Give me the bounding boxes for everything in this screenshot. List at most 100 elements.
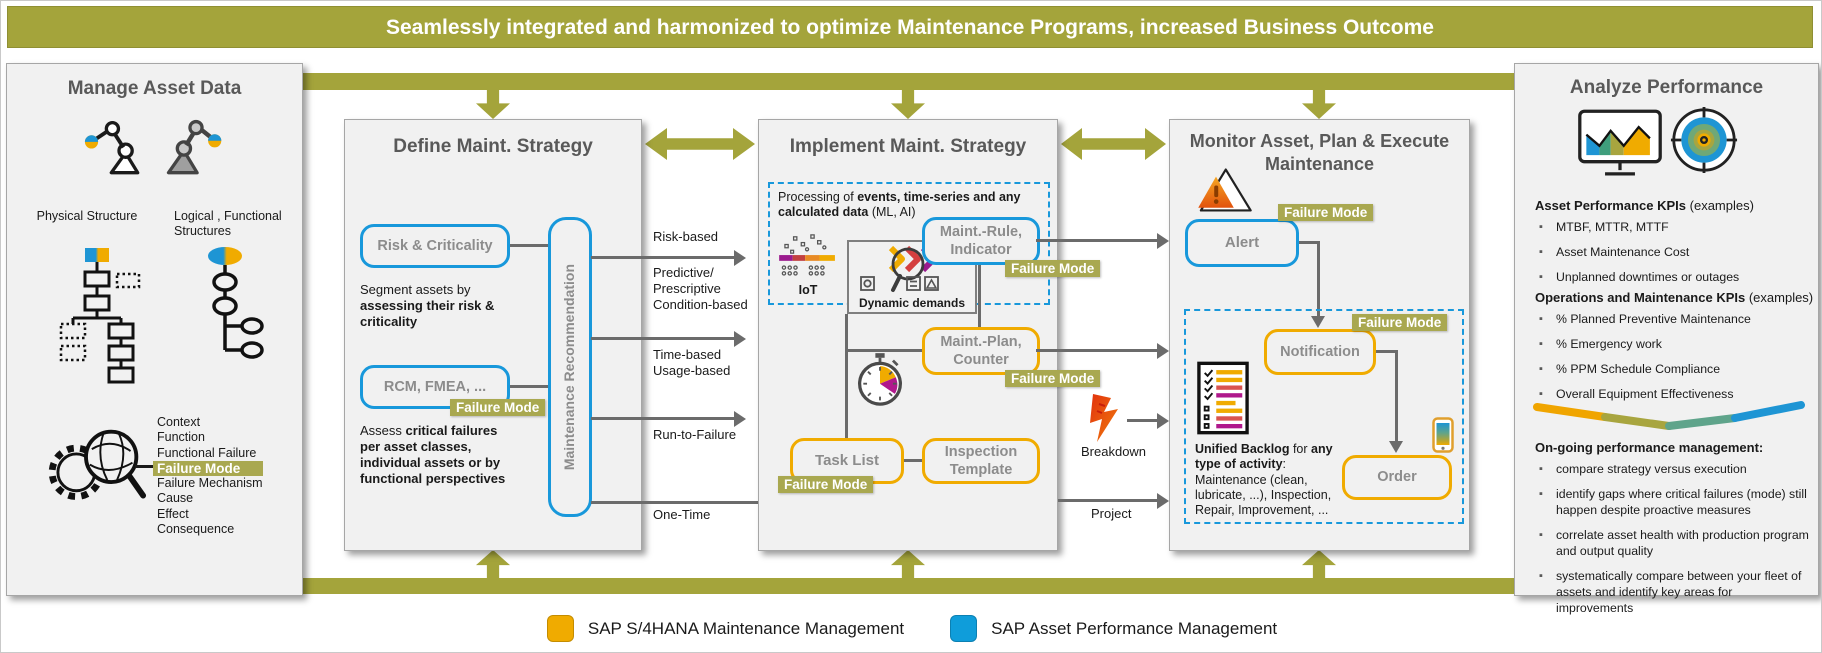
flow-arrow-define-implement — [645, 128, 755, 160]
banner-title: Seamlessly integrated and harmonized to … — [7, 6, 1813, 48]
failure-mode-badge: Failure Mode — [1278, 204, 1374, 221]
legend-label: SAP S/4HANA Maintenance Management — [587, 618, 905, 638]
ongoing-list: compare strategy versus execution identi… — [1537, 462, 1809, 626]
physical-structure-icon — [59, 248, 141, 384]
failure-mode-badge: Failure Mode — [1005, 370, 1101, 387]
failure-taxonomy-list: Context Function Functional Failure Fail… — [153, 415, 263, 537]
failure-mode-badge: Failure Mode — [1005, 260, 1101, 277]
physical-structure-label: Physical Structure — [36, 209, 138, 223]
connector — [845, 314, 848, 438]
label-predictive: Predictive/ Prescriptive Condition-based — [653, 265, 748, 312]
kpi-item: Asset Maintenance Cost — [1537, 245, 1805, 261]
flow-arrow-implement-monitor — [1061, 128, 1166, 160]
label-one-time: One-Time — [653, 507, 711, 522]
flow-arrow-up-define — [476, 550, 510, 579]
risk-description: Segment assets by assessing their risk &… — [360, 282, 495, 329]
mobile-phone-icon — [1432, 417, 1454, 453]
maint-plan-counter-box: Maint.-Plan, Counter — [922, 327, 1040, 375]
maintenance-recommendation-box: Maintenance Recommendation — [548, 217, 592, 517]
arrow-alert-to-notification — [1311, 241, 1325, 328]
ongoing-item: systematically compare between your flee… — [1537, 569, 1809, 617]
unified-backlog-icon — [1197, 361, 1249, 435]
dynamic-demands-label: Dynamic demands — [858, 296, 966, 310]
failure-mode-badge: Failure Mode — [778, 476, 874, 493]
implement-title: Implement Maint. Strategy — [789, 136, 1027, 157]
analyze-title: Analyze Performance — [1569, 77, 1764, 98]
legend-item-apm: SAP Asset Performance Management — [950, 615, 1277, 642]
flow-bar-bottom — [303, 578, 1514, 594]
label-project: Project — [1091, 506, 1132, 521]
ongoing-heading: On-going performance management: — [1535, 440, 1764, 455]
panel-define-strategy: Define Maint. Strategy Risk & Criticalit… — [344, 119, 642, 551]
list-item: Failure Mechanism — [157, 476, 263, 491]
logical-structure-label: Logical , Functional Structures — [174, 209, 282, 239]
rcm-description: Assess critical failures per asset class… — [360, 423, 506, 486]
panel-analyze-performance: Analyze Performance Asset Performance KP… — [1514, 63, 1819, 615]
flow-arrow-down-monitor — [1302, 89, 1336, 119]
inspection-template-box: Inspection Template — [922, 438, 1040, 484]
flow-arrow-down-implement — [891, 89, 925, 119]
label-breakdown: Breakdown — [1081, 444, 1147, 459]
panel-monitor-execute: Monitor Asset, Plan & Execute Maintenanc… — [1169, 119, 1470, 551]
target-icon — [1670, 106, 1738, 174]
flow-arrow-up-monitor — [1302, 550, 1336, 579]
list-item: Context — [157, 415, 201, 429]
label-risk-based: Risk-based — [653, 229, 719, 244]
kpi-item: Overall Equipment Effectiveness — [1537, 387, 1805, 403]
kpi-item: MTBF, MTTR, MTTF — [1537, 220, 1805, 236]
stopwatch-icon — [858, 353, 902, 406]
kpi-dashboard-icon — [1578, 109, 1662, 176]
maint-rule-indicator-box: Maint.-Rule, Indicator — [922, 217, 1040, 265]
kpi1-heading: Asset Performance KPIs (examples) — [1535, 198, 1754, 213]
alert-warning-icon — [1198, 168, 1252, 212]
list-item: Consequence — [157, 522, 235, 537]
alert-box: Alert — [1185, 219, 1299, 267]
kpi-item: % PPM Schedule Compliance — [1537, 362, 1805, 378]
iot-label: IoT — [798, 283, 818, 297]
kpi-item: % Planned Preventive Maintenance — [1537, 312, 1805, 328]
flow-bar-top — [303, 73, 1514, 90]
ongoing-item: correlate asset health with production p… — [1537, 528, 1809, 560]
connector — [847, 349, 922, 352]
connector — [978, 265, 981, 327]
risk-criticality-box: Risk & Criticality — [360, 224, 510, 268]
line-one-time — [591, 501, 758, 504]
kpi-item: Unplanned downtimes or outages — [1537, 270, 1805, 286]
connector — [1299, 241, 1320, 244]
connector — [510, 385, 548, 388]
kpi-item: % Emergency work — [1537, 337, 1805, 353]
kpi2-list: % Planned Preventive Maintenance % Emerg… — [1537, 312, 1805, 412]
order-box: Order — [1342, 455, 1452, 500]
ongoing-item: compare strategy versus execution — [1537, 462, 1809, 478]
iot-icon — [779, 234, 835, 276]
legend-item-s4hana: SAP S/4HANA Maintenance Management — [546, 615, 905, 642]
arrow-rule-to-alert — [1036, 232, 1169, 249]
flow-arrow-down-define — [476, 89, 510, 119]
arrow-breakdown — [1127, 412, 1169, 429]
connector — [1376, 350, 1398, 353]
ongoing-item: identify gaps where critical failures (m… — [1537, 487, 1809, 519]
connector — [904, 459, 922, 462]
processing-text: Processing of events, time-series and an… — [778, 190, 1021, 220]
define-title: Define Maint. Strategy — [393, 136, 593, 157]
s4hana-color-swatch — [546, 615, 574, 642]
failure-mode-badge: Failure Mode — [1352, 314, 1448, 331]
legend: SAP S/4HANA Maintenance Management SAP A… — [1, 615, 1821, 642]
flow-arrow-up-implement — [891, 550, 925, 579]
arrow-notification-to-order — [1389, 350, 1403, 453]
label-run-to-failure: Run-to-Failure — [653, 427, 737, 442]
kpi1-list: MTBF, MTTR, MTTF Asset Maintenance Cost … — [1537, 220, 1805, 295]
failure-mode-badge: Failure Mode — [450, 399, 546, 416]
panel-implement-strategy: Implement Maint. Strategy Processing of … — [758, 119, 1101, 551]
backlog-text: Unified Backlog for any type of activity… — [1195, 442, 1333, 517]
list-item: Cause — [157, 491, 194, 506]
label-time-based: Time-based Usage-based — [653, 347, 731, 378]
arrow-run-to-failure — [591, 410, 746, 427]
failure-analysis-icon — [48, 429, 147, 500]
monitor-title: Monitor Asset, Plan & Execute Maintenanc… — [1189, 131, 1450, 175]
kpi2-heading: Operations and Maintenance KPIs (example… — [1535, 290, 1814, 305]
list-item: Effect — [157, 506, 189, 521]
trend-line-icon — [1533, 401, 1805, 430]
arrow-risk-based — [591, 249, 746, 266]
